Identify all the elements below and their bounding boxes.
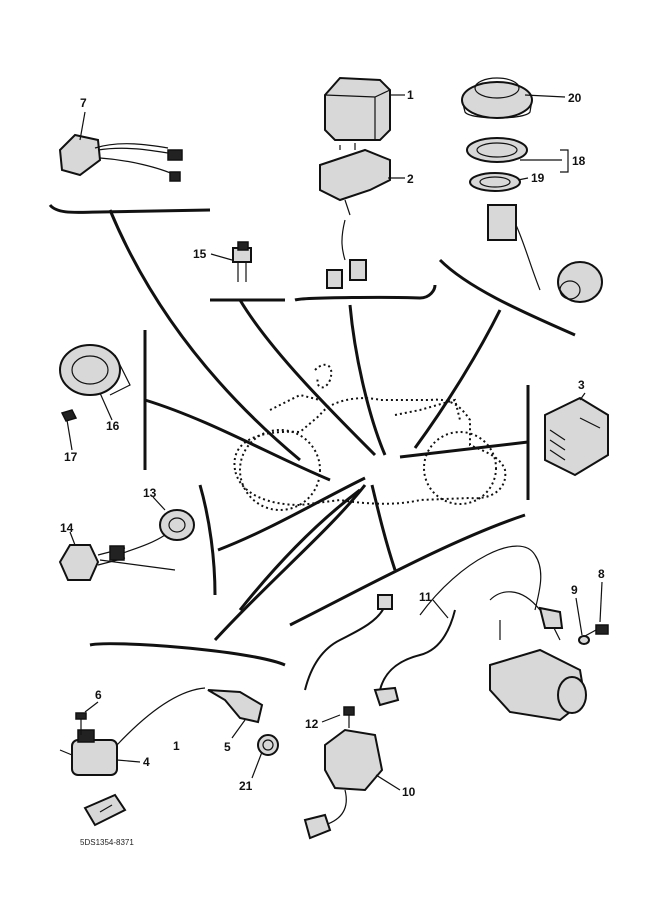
callout-14: 14 — [60, 521, 74, 535]
relay-bolt — [343, 706, 355, 728]
ignition-coil — [59, 687, 206, 776]
starter-bolt — [584, 624, 609, 637]
horn — [59, 344, 131, 396]
callout-15: 15 — [193, 247, 207, 261]
cap-seal — [257, 734, 279, 756]
lock-ring — [461, 77, 533, 119]
neutral-switch — [58, 544, 176, 581]
fuel-sender-assembly — [466, 137, 603, 303]
callout-3: 3 — [578, 378, 585, 392]
starter-relay — [303, 728, 384, 840]
callout-19: 19 — [531, 171, 545, 185]
callout-18: 18 — [572, 154, 586, 168]
spark-plug-cap — [207, 689, 264, 724]
diagram-code: 5DS1354-8371 — [80, 838, 134, 847]
callout-6: 6 — [95, 688, 102, 702]
sender-unit — [117, 509, 195, 556]
control-unit — [324, 76, 391, 141]
group-brackets — [48, 203, 576, 667]
callout-12: 12 — [305, 717, 319, 731]
callout-1: 1 — [407, 88, 414, 102]
callout-ignition-group: 1 — [173, 739, 180, 753]
leader-lines — [66, 94, 603, 791]
callout-21: 21 — [239, 779, 253, 793]
callout-4: 4 — [143, 755, 150, 769]
motorcycle-frame-outline — [233, 363, 507, 511]
starter-washer — [578, 635, 590, 645]
coil-bolt — [75, 712, 87, 735]
callout-11: 11 — [419, 590, 432, 604]
callout-8: 8 — [598, 567, 605, 581]
starter-cable — [304, 545, 542, 707]
callout-17: 17 — [64, 450, 78, 464]
horn-bolt — [60, 409, 78, 422]
wiring-harness — [108, 209, 529, 642]
oil-switch — [232, 241, 252, 282]
callout-20: 20 — [568, 91, 582, 105]
callout-5: 5 — [224, 740, 231, 754]
callout-16: 16 — [106, 419, 120, 433]
callout-9: 9 — [571, 583, 578, 597]
callout-13: 13 — [143, 486, 157, 500]
callout-2: 2 — [407, 172, 414, 186]
rectifier-regulator — [544, 396, 609, 477]
warning-tag — [83, 793, 127, 827]
callout-labels: 1 2 3 4 5 6 7 8 9 10 11 12 13 14 15 16 1… — [60, 88, 605, 847]
starter-motor — [489, 591, 587, 722]
callout-10: 10 — [402, 785, 416, 799]
unit-bracket — [319, 143, 391, 289]
switch-with-leads — [58, 133, 183, 182]
callout-7: 7 — [80, 96, 87, 110]
